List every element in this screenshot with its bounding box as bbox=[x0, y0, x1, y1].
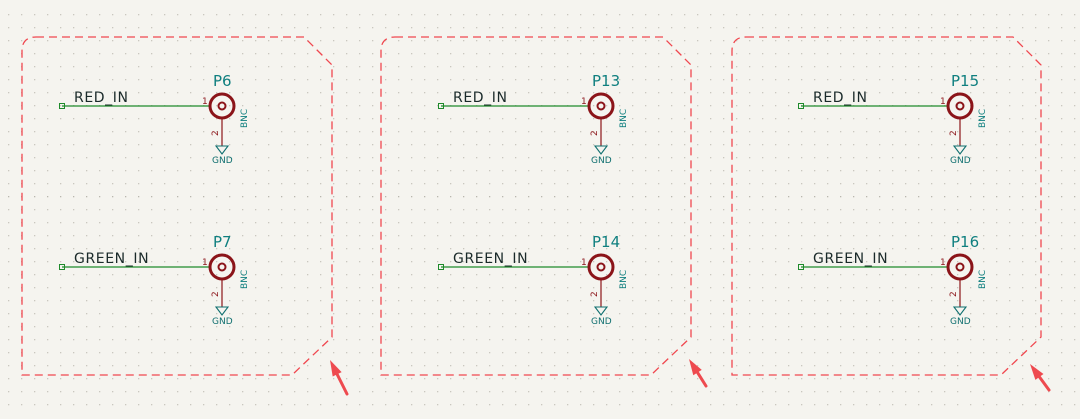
bnc-body-icon bbox=[587, 253, 615, 281]
bnc-center-icon bbox=[217, 101, 227, 111]
group-frame[interactable] bbox=[21, 36, 333, 376]
pin-number-2: 2 bbox=[590, 130, 600, 136]
power-label: GND bbox=[591, 156, 612, 166]
bnc-body-icon bbox=[208, 92, 236, 120]
ground-symbol-icon bbox=[952, 145, 968, 155]
power-label: GND bbox=[212, 317, 233, 327]
group-frame[interactable] bbox=[731, 36, 1042, 376]
pin-number-1: 1 bbox=[940, 258, 946, 268]
net-label: RED_IN bbox=[74, 90, 129, 106]
bnc-body-icon bbox=[946, 253, 974, 281]
pin-number-2: 2 bbox=[211, 291, 221, 297]
pin-number-1: 1 bbox=[202, 258, 208, 268]
value-label: BNC bbox=[240, 270, 250, 289]
ground-symbol-icon bbox=[593, 145, 609, 155]
power-label: GND bbox=[950, 156, 971, 166]
power-label: GND bbox=[950, 317, 971, 327]
pin-number-2: 2 bbox=[590, 291, 600, 297]
pin-number-1: 1 bbox=[202, 97, 208, 107]
reference-designator: P15 bbox=[951, 72, 979, 90]
bnc-center-icon bbox=[217, 262, 227, 272]
bnc-body-icon bbox=[587, 92, 615, 120]
bnc-body-icon bbox=[946, 92, 974, 120]
power-label: GND bbox=[591, 317, 612, 327]
group-frame[interactable] bbox=[380, 36, 692, 376]
net-label: RED_IN bbox=[453, 90, 508, 106]
pin-number-2: 2 bbox=[211, 130, 221, 136]
bnc-center-icon bbox=[596, 262, 606, 272]
value-label: BNC bbox=[619, 270, 629, 289]
pin-number-1: 1 bbox=[581, 97, 587, 107]
grid-dots bbox=[8, 14, 1076, 406]
net-label: GREEN_IN bbox=[813, 251, 888, 267]
value-label: BNC bbox=[978, 270, 988, 289]
annotation-arrow bbox=[1030, 364, 1051, 392]
reference-designator: P16 bbox=[951, 233, 979, 251]
value-label: BNC bbox=[240, 109, 250, 128]
pin-number-2: 2 bbox=[949, 130, 959, 136]
wire-end-marker bbox=[798, 103, 804, 109]
ground-symbol-icon bbox=[593, 306, 609, 316]
bnc-center-icon bbox=[955, 101, 965, 111]
wire-end-marker bbox=[798, 264, 804, 270]
annotation-arrow bbox=[330, 360, 349, 396]
reference-designator: P6 bbox=[213, 72, 232, 90]
reference-designator: P14 bbox=[592, 233, 620, 251]
wire-end-marker bbox=[59, 103, 65, 109]
pin-number-2: 2 bbox=[949, 291, 959, 297]
power-label: GND bbox=[212, 156, 233, 166]
net-label: RED_IN bbox=[813, 90, 868, 106]
bnc-body-icon bbox=[208, 253, 236, 281]
wire-end-marker bbox=[438, 264, 444, 270]
wire-end-marker bbox=[438, 103, 444, 109]
reference-designator: P13 bbox=[592, 72, 620, 90]
reference-designator: P7 bbox=[213, 233, 232, 251]
ground-symbol-icon bbox=[214, 306, 230, 316]
bnc-center-icon bbox=[596, 101, 606, 111]
pin-number-1: 1 bbox=[940, 97, 946, 107]
net-label: GREEN_IN bbox=[453, 251, 528, 267]
value-label: BNC bbox=[619, 109, 629, 128]
pin-number-1: 1 bbox=[581, 258, 587, 268]
ground-symbol-icon bbox=[214, 145, 230, 155]
bnc-center-icon bbox=[955, 262, 965, 272]
ground-symbol-icon bbox=[952, 306, 968, 316]
annotation-arrow bbox=[689, 359, 708, 388]
value-label: BNC bbox=[978, 109, 988, 128]
wire-end-marker bbox=[59, 264, 65, 270]
net-label: GREEN_IN bbox=[74, 251, 149, 267]
